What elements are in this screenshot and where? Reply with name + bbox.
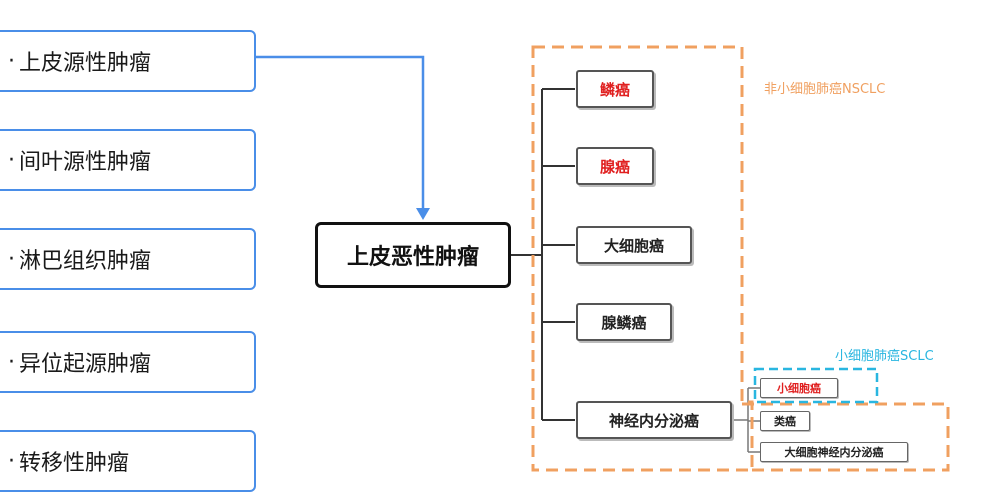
arrow-connector: [256, 55, 425, 210]
left-item-label: 上皮源性肿瘤: [19, 51, 152, 76]
left-item-lymphoid: · 淋巴组织肿瘤: [0, 228, 256, 290]
subtype-large-cell-neuroendocrine: 大细胞神经内分泌癌: [760, 442, 908, 462]
type-adenosquamous: 腺鳞癌: [576, 303, 672, 341]
sclc-group-border: [753, 367, 879, 404]
type-adeno: 腺癌: [576, 147, 654, 185]
left-item-epithelial: · 上皮源性肿瘤: [0, 30, 256, 92]
bullet: ·: [8, 48, 15, 74]
arrow-head-icon: [416, 208, 430, 220]
nsclc-label: 非小细胞肺癌NSCLC: [764, 82, 886, 97]
subtype-small-cell: 小细胞癌: [760, 378, 838, 398]
nsclc-group-border: [531, 45, 754, 472]
type-squamous: 鳞癌: [576, 70, 654, 108]
left-item-label: 转移性肿瘤: [19, 451, 130, 476]
sclc-label: 小细胞肺癌SCLC: [835, 349, 934, 364]
left-item-metastatic: · 转移性肿瘤: [0, 430, 256, 492]
left-item-ectopic: · 异位起源肿瘤: [0, 331, 256, 393]
nsclc-group-border-extension: [742, 402, 950, 472]
subtype-carcinoid: 类癌: [760, 411, 810, 431]
left-item-label: 异位起源肿瘤: [19, 352, 152, 377]
main-node: 上皮恶性肿瘤: [315, 222, 511, 288]
type-large-cell: 大细胞癌: [576, 226, 692, 264]
bullet: ·: [8, 147, 15, 173]
bullet: ·: [8, 246, 15, 272]
left-item-mesenchymal: · 间叶源性肿瘤: [0, 129, 256, 191]
type-neuroendocrine: 神经内分泌癌: [576, 401, 732, 439]
left-item-label: 间叶源性肿瘤: [19, 150, 152, 175]
bullet: ·: [8, 349, 15, 375]
bullet: ·: [8, 448, 15, 474]
left-item-label: 淋巴组织肿瘤: [19, 249, 152, 274]
